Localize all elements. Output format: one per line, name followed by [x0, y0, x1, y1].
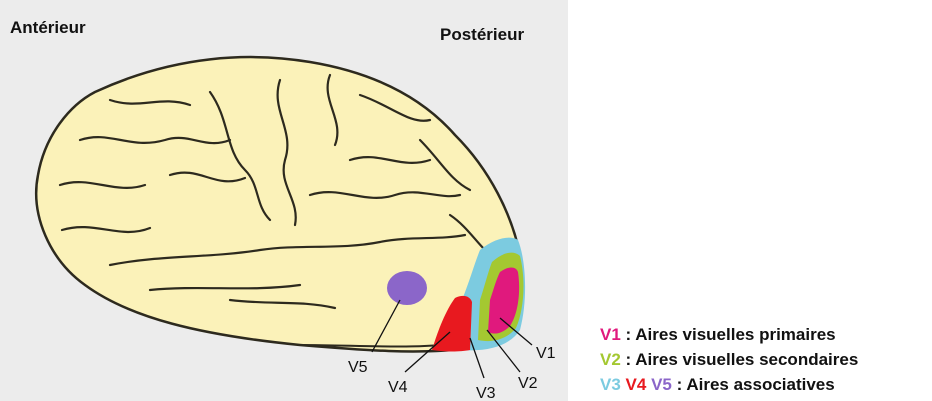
label-v3: V3	[476, 385, 496, 401]
anterior-label: Antérieur	[10, 18, 86, 38]
legend-code-v5: V5	[651, 375, 672, 394]
legend-code-v4: V4	[626, 375, 647, 394]
label-v1: V1	[536, 345, 556, 362]
label-v2: V2	[518, 375, 538, 392]
brain-illustration: V5 V4 V3 V2 V1	[0, 0, 568, 401]
posterior-label: Postérieur	[440, 25, 524, 45]
legend-code-v2: V2	[600, 350, 621, 369]
legend-row-primary: V1 : Aires visuelles primaires	[600, 322, 858, 347]
label-v5: V5	[348, 359, 368, 376]
area-v5	[387, 271, 427, 305]
legend-text-associative: : Aires associatives	[672, 375, 835, 394]
legend-code-v3: V3	[600, 375, 621, 394]
legend-row-associative: V3 V4 V5 : Aires associatives	[600, 372, 858, 397]
legend: V1 : Aires visuelles primaires V2 : Aire…	[600, 322, 858, 397]
legend-text-secondary: : Aires visuelles secondaires	[621, 350, 859, 369]
legend-text-primary: : Aires visuelles primaires	[621, 325, 836, 344]
legend-code-v1: V1	[600, 325, 621, 344]
label-v4: V4	[388, 379, 408, 396]
legend-row-secondary: V2 : Aires visuelles secondaires	[600, 347, 858, 372]
